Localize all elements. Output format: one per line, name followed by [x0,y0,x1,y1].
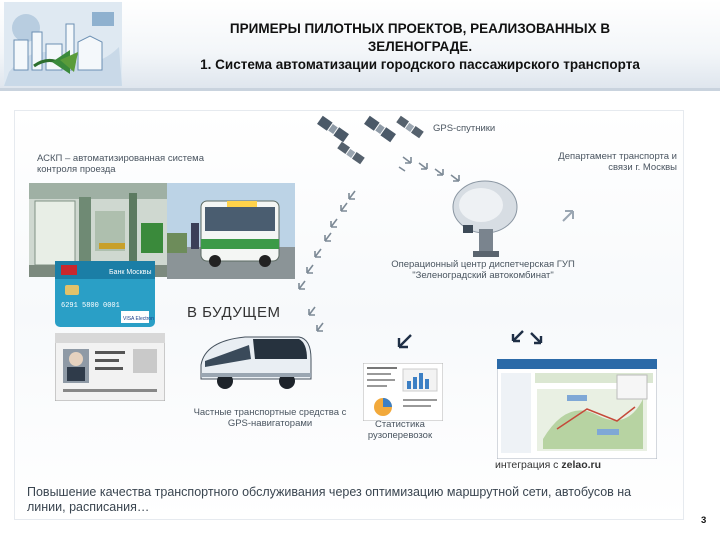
private-vehicles-label: Частные транспортные средства с GPS-нави… [193,407,347,429]
department-arrow [562,210,574,222]
card-number: 6291 5800 0001 [61,302,120,310]
satellite-icon [317,115,349,143]
integration-prefix: интеграция с [495,459,562,471]
satellite-icon [364,115,396,143]
satellite-icon [337,141,365,165]
satellite-link-arrows [398,156,460,182]
askp-label: АСКП – автоматизированная система контро… [37,153,204,175]
slide-title: ПРИМЕРЫ ПИЛОТНЫХ ПРОЕКТОВ, РЕАЛИЗОВАННЫХ… [150,20,690,74]
header-divider [0,88,720,91]
gps-signal-arrows [298,190,356,332]
transport-card: 6291 5800 0001 Банк Москвы VISA Electron [55,261,155,327]
diagram-graphics [298,115,574,349]
slide-header: ПРИМЕРЫ ПИЛОТНЫХ ПРОЕКТОВ, РЕАЛИЗОВАННЫХ… [0,0,720,92]
title-line-3: 1. Система автоматизации городского пасс… [200,57,640,72]
title-line-2: ЗЕЛЕНОГРАДЕ. [367,39,473,54]
statistics-label: Статистика рузоперевозок [367,419,433,441]
satellite-icon [396,115,424,139]
diagram-panel: 6291 5800 0001 Банк Москвы VISA Electron [15,111,683,519]
integration-label: интеграция с zelao.ru [495,460,601,471]
statistics-report-image [363,363,443,421]
integration-site: zelao.ru [561,459,602,471]
title-line-1: ПРИМЕРЫ ПИЛОТНЫХ ПРОЕКТОВ, РЕАЛИЗОВАННЫХ… [229,21,611,36]
card-brand: VISA Electron [123,316,154,322]
zelao-website-screenshot [497,359,657,459]
zelenograd-logo [4,2,122,86]
operations-center-label: Операционный центр диспетчерская ГУП "Зе… [391,259,575,281]
future-heading: В БУДУЩЕМ [187,304,281,321]
gps-satellites-label: GPS-спутники [433,123,496,134]
transport-department-label: Департамент транспорта и связи г. Москвы [558,151,677,173]
personal-id-card [55,333,165,401]
satellite-dish-icon [452,180,518,257]
card-bank: Банк Москвы [109,269,151,276]
bottom-summary-text: Повышение качества транспортного обслужи… [27,485,632,514]
dispatch-arrows [397,330,543,349]
future-bus-image [195,325,315,395]
city-bus-photo [167,183,295,279]
page-number: 3 [701,515,707,526]
